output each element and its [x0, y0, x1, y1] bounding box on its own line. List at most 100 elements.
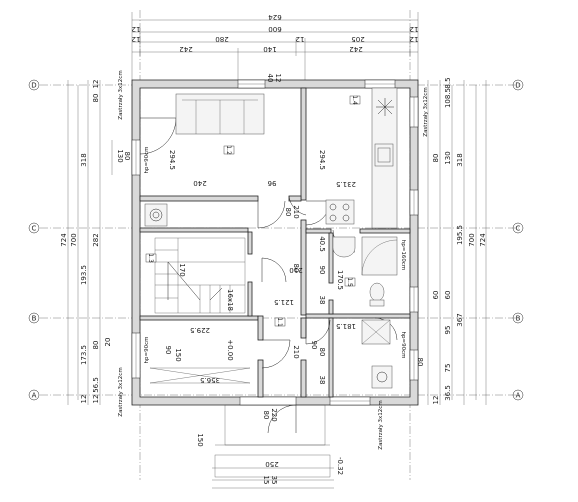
- dim-text: 12: [132, 25, 141, 33]
- burner-icon: [329, 214, 337, 222]
- dim-text: 724: [60, 233, 68, 247]
- dim-text: 12: [132, 35, 141, 43]
- dim-text: 220: [270, 408, 278, 421]
- axis-bubbles-right: D C B A: [512, 79, 524, 401]
- dim-text: 193.5: [80, 265, 88, 285]
- sill-note: hp=90cm: [144, 337, 150, 364]
- shower: [361, 236, 398, 276]
- dim-text: 95: [444, 326, 452, 335]
- dim-text: 38: [318, 376, 326, 385]
- burner-icon: [342, 203, 350, 211]
- dim-text: 90: [318, 266, 326, 275]
- room-label-1-1: 1.1: [276, 317, 283, 327]
- dim-text: 80: [416, 358, 424, 367]
- boiler: [371, 365, 393, 389]
- washbasin: [332, 236, 356, 258]
- dim-text: 121.5: [274, 298, 294, 306]
- dim-text: 229.5: [190, 326, 210, 334]
- dim-text: 210: [289, 266, 302, 274]
- door-swings: [139, 117, 398, 434]
- sill-note: hp=90cm: [144, 147, 150, 174]
- dim-text: 600: [268, 25, 281, 33]
- dim-text: 181.5: [336, 322, 356, 330]
- sill-note: hp=160cm: [400, 240, 406, 270]
- dim-text: 90: [310, 341, 318, 350]
- dim-text: 20: [104, 338, 112, 347]
- dim-text: 35: [270, 476, 278, 485]
- dim-text: 170.5: [336, 270, 344, 290]
- dim-text: 140: [263, 45, 276, 53]
- room-label-1-2: 1.2: [225, 145, 232, 155]
- axis-label: D: [31, 82, 36, 90]
- dim-text: +0.00: [226, 339, 234, 360]
- dim-text: 294.5: [168, 150, 176, 170]
- dim-text: 80: [318, 348, 326, 357]
- dim-text: 150: [196, 433, 204, 446]
- dim-text: 8.5: [444, 77, 452, 88]
- dim-text: 242: [179, 45, 192, 53]
- axis-bubbles-left: D C B A: [28, 79, 40, 401]
- dim-text: 80: [292, 264, 300, 273]
- axis-label: C: [516, 225, 521, 233]
- cooktop: [325, 199, 355, 225]
- room-label-1-3: 1.3: [147, 253, 154, 263]
- dim-text: 624: [268, 13, 282, 21]
- dim-text: 60: [444, 291, 452, 300]
- dim-text: 12: [274, 74, 282, 83]
- boiler-icon: [376, 371, 388, 383]
- dim-text: 12: [92, 80, 100, 89]
- dim-text: 80: [123, 152, 131, 161]
- dim-text: 250: [265, 460, 278, 468]
- dim-text: 294.5: [318, 150, 326, 170]
- toilet: [369, 282, 385, 302]
- dim-text: 36.5: [444, 385, 452, 401]
- dim-text: 210: [292, 345, 300, 358]
- notes: Zastrzały 3x12cm Zastrzały 3x12cm Zastrz…: [118, 70, 429, 449]
- vent-note: Zastrzały 3x12cm: [423, 87, 429, 136]
- dim-text: 282: [92, 233, 100, 246]
- dim-text: 60: [432, 291, 440, 300]
- washing-machine: [144, 203, 168, 227]
- axis-label: B: [516, 315, 521, 323]
- burner-icon: [342, 214, 350, 222]
- dim-text: 356.5: [200, 376, 220, 384]
- dim-text: 280: [215, 35, 228, 43]
- axis-label: B: [32, 315, 37, 323]
- dim-text: 700: [70, 233, 78, 246]
- top-dimensions: 624 12 600 12 12 280 12 205 12 242 140 2…: [132, 12, 419, 80]
- dim-text: 130: [116, 149, 124, 162]
- sill-note: hp=90cm: [400, 332, 406, 359]
- furniture: [144, 87, 398, 389]
- dim-text: 40: [266, 74, 274, 83]
- dim-text: 700: [468, 233, 476, 246]
- dim-text: 75: [444, 364, 452, 373]
- axis-label: D: [515, 82, 520, 90]
- dim-text: 195.5: [456, 225, 464, 245]
- dim-text: 80: [92, 341, 100, 350]
- dim-text: 367: [456, 313, 464, 326]
- outer-walls: [131, 79, 419, 406]
- entrance-steps: [212, 404, 334, 489]
- snowflake-icon: [376, 98, 394, 116]
- axis-label: A: [32, 392, 37, 400]
- dim-text: 150: [174, 348, 182, 361]
- dim-text: 12: [410, 35, 419, 43]
- dim-text: 724: [479, 233, 487, 247]
- dim-text: 80: [262, 411, 270, 420]
- washer-drum-icon: [149, 208, 163, 222]
- toilet-tank: [369, 299, 385, 307]
- vent-note: Zastrzały 3x12cm: [118, 367, 124, 416]
- dim-text: 231.5: [336, 180, 356, 188]
- dim-text: 170: [178, 263, 186, 276]
- dim-text: 240: [193, 179, 206, 187]
- dim-text: 56.5: [92, 377, 100, 393]
- dim-text: 38: [318, 296, 326, 305]
- dim-text: 12: [80, 395, 88, 404]
- dim-text: 205: [351, 35, 364, 43]
- axis-label: A: [516, 392, 521, 400]
- dim-text: 16x18: [226, 289, 234, 311]
- dim-text: -0.32: [336, 457, 344, 475]
- staircase: [154, 237, 246, 314]
- dim-text: 108.5: [444, 88, 452, 108]
- vent-note: Zastrzały 3x12cm: [378, 400, 384, 449]
